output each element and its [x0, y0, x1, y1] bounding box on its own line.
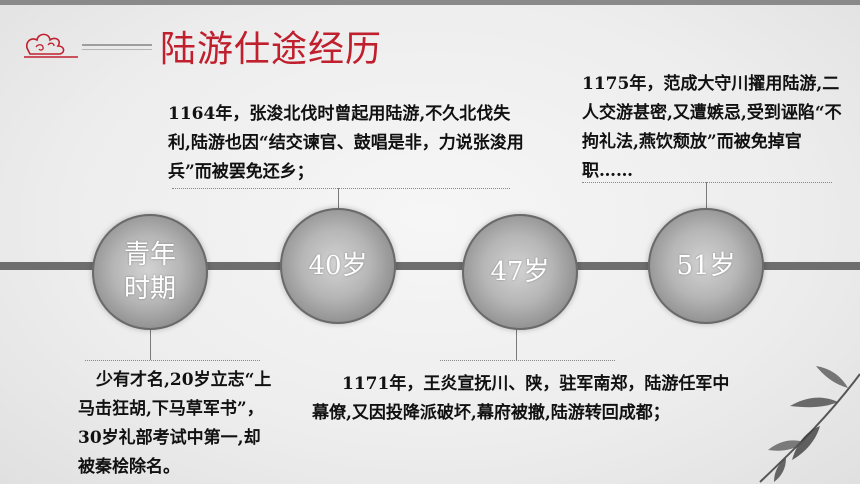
top-border — [0, 0, 860, 5]
dotted-51 — [582, 182, 832, 183]
cloud-scroll-icon — [24, 33, 78, 58]
event-age40-text: 1164年，张浚北伐时曾起用陆游,不久北伐失利,陆游也因“结交谏官、鼓唱是非，力… — [168, 104, 524, 182]
dotted-40 — [172, 188, 510, 189]
page-title: 陆游仕途经历 — [160, 29, 383, 70]
title-rule-thin — [82, 49, 152, 50]
dotted-youth — [85, 360, 260, 361]
connector-47 — [516, 328, 517, 360]
connector-youth — [150, 328, 151, 360]
node-age51: 51岁 — [648, 208, 764, 324]
event-youth-text: 少有才名,20岁立志“上马击狂胡,下马草军书”，30岁礼部考试中第一,却被秦桧除… — [78, 370, 272, 477]
connector-40 — [338, 188, 339, 212]
title-rule — [82, 44, 152, 46]
connector-51 — [706, 182, 707, 210]
node-age47: 47岁 — [462, 214, 578, 330]
event-age47-text: 1171年，王炎宣抚川、陕，驻军南郑，陆游任军中幕僚,又因投降派破坏,幕府被撤,… — [312, 374, 730, 423]
node-youth: 青年 时期 — [92, 214, 208, 330]
node-age40: 40岁 — [280, 208, 396, 324]
bamboo-leaves-icon — [759, 366, 860, 483]
node-age40-label: 40岁 — [308, 251, 368, 281]
node-youth-label: 青年 时期 — [123, 240, 176, 304]
timeline-bar — [0, 262, 860, 270]
dotted-47 — [440, 360, 615, 361]
node-age47-label: 47岁 — [490, 257, 550, 287]
node-age51-label: 51岁 — [676, 251, 736, 281]
event-age51-text: 1175年，范成大守川擢用陆游,二人交游甚密,又遭嫉忌,受到诬陷“不拘礼法,燕饮… — [582, 74, 842, 181]
